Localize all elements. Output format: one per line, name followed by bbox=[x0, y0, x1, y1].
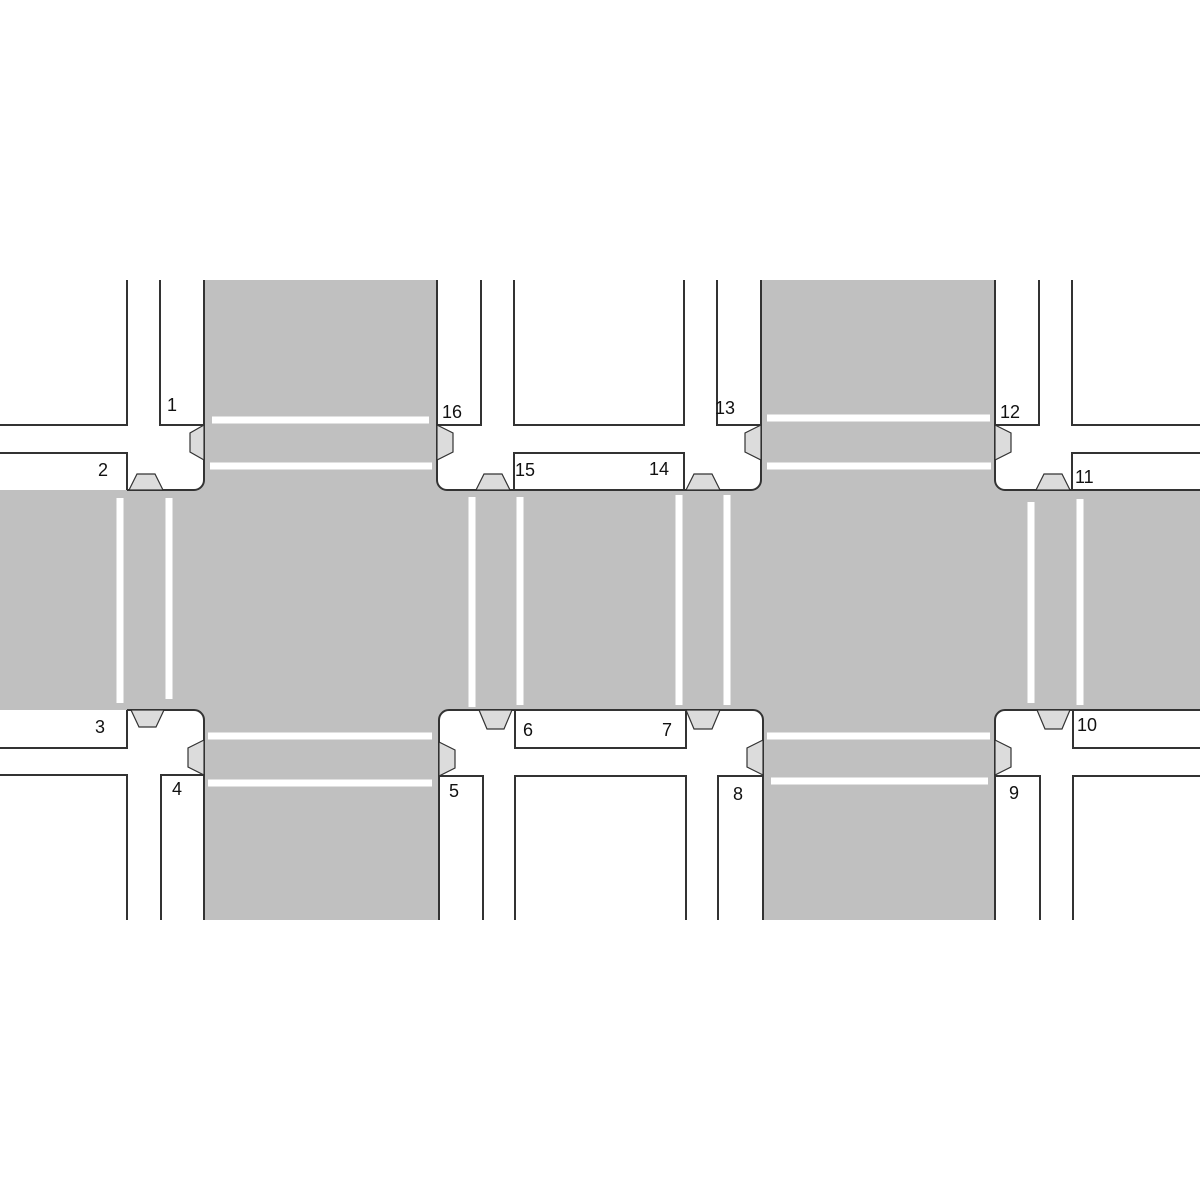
curb-line bbox=[994, 709, 1200, 920]
corner-label: 2 bbox=[98, 460, 108, 480]
pedestrian-signal-icon bbox=[744, 424, 762, 461]
block-outline bbox=[439, 775, 484, 920]
pedestrian-signal-icon bbox=[1035, 473, 1071, 491]
pedestrian-signal-icon bbox=[994, 424, 1012, 461]
block-outline bbox=[1072, 710, 1200, 749]
road-surface bbox=[0, 280, 1200, 920]
block-outline bbox=[717, 775, 763, 920]
block-outline bbox=[514, 775, 687, 920]
pedestrian-signal-icon bbox=[478, 709, 513, 730]
pedestrian-signal-icon bbox=[130, 709, 165, 728]
block-outline bbox=[0, 452, 128, 490]
block-outline bbox=[0, 774, 128, 920]
pedestrian-signal-icon bbox=[685, 709, 721, 730]
corner-label: 8 bbox=[733, 784, 743, 804]
pedestrian-signal-icon bbox=[189, 423, 205, 462]
corner-label: 3 bbox=[95, 717, 105, 737]
corner-label: 6 bbox=[523, 720, 533, 740]
corner-label: 14 bbox=[649, 459, 669, 479]
pedestrian-signal-icon bbox=[128, 473, 164, 491]
curb-line bbox=[436, 280, 762, 491]
corner-label: 16 bbox=[442, 402, 462, 422]
curb-line bbox=[127, 709, 205, 920]
pedestrian-signal-icon bbox=[685, 473, 721, 491]
pedestrian-signal-icon bbox=[438, 741, 456, 777]
block-outline bbox=[0, 280, 128, 426]
corner-label: 11 bbox=[1075, 467, 1094, 487]
block-outline bbox=[514, 710, 687, 749]
corner-label: 15 bbox=[515, 460, 535, 480]
block-outline bbox=[995, 775, 1041, 920]
block-outline bbox=[159, 280, 204, 426]
road-vertical-right bbox=[0, 280, 1200, 920]
curb-line bbox=[994, 280, 1200, 491]
corner-label: 10 bbox=[1077, 715, 1097, 735]
pedestrian-signal-icon bbox=[475, 473, 511, 491]
block-outline bbox=[0, 710, 128, 749]
corner-label: 12 bbox=[1000, 402, 1020, 422]
block-outline bbox=[1071, 280, 1200, 426]
pedestrian-signal-icon bbox=[187, 739, 205, 776]
block-outline bbox=[995, 280, 1040, 426]
block-outline bbox=[716, 280, 761, 426]
corner-label: 9 bbox=[1009, 783, 1019, 803]
corner-labels: 1 2 3 4 5 6 7 8 9 10 11 12 13 14 15 16 bbox=[95, 395, 1097, 804]
block-outline bbox=[1071, 452, 1200, 490]
corner-label: 7 bbox=[662, 720, 672, 740]
pedestrian-signal-icon bbox=[436, 424, 454, 461]
pedestrian-signal-icon bbox=[994, 739, 1012, 776]
pedestrian-signal-icon bbox=[1036, 709, 1071, 730]
block-outline bbox=[1072, 775, 1200, 920]
sidewalk-outlines bbox=[0, 280, 1200, 920]
block-outline bbox=[160, 774, 204, 920]
corner-label: 1 bbox=[167, 395, 177, 415]
corner-label: 13 bbox=[715, 398, 735, 418]
block-outline bbox=[513, 280, 685, 426]
corner-label: 4 bbox=[172, 779, 182, 799]
pedestrian-signals bbox=[128, 423, 1071, 777]
corner-label: 5 bbox=[449, 781, 459, 801]
block-outline bbox=[513, 452, 685, 490]
curb-line bbox=[438, 709, 764, 920]
curb-line bbox=[127, 280, 205, 491]
crosswalks bbox=[116, 414, 1084, 787]
pedestrian-signal-icon bbox=[746, 739, 764, 776]
